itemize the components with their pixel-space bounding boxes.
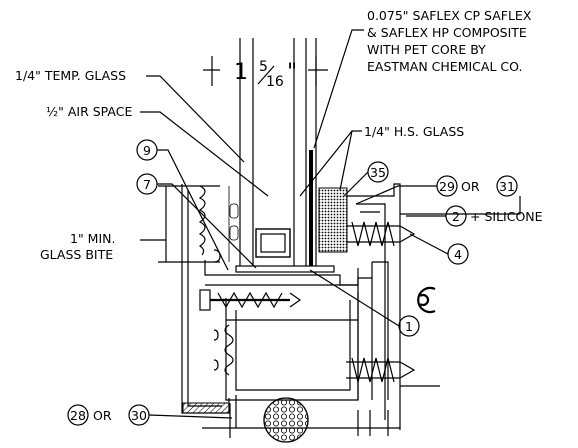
callout-9: 9 xyxy=(136,139,229,271)
svg-text:31: 31 xyxy=(499,179,515,194)
callout-35: 35 xyxy=(343,161,389,197)
callout-1: 1 xyxy=(309,269,420,337)
hs-glass-label: 1/4" H.S. GLASS xyxy=(364,124,464,139)
svg-text:9: 9 xyxy=(143,143,151,158)
annotation-interlayer: 0.075" SAFLEX CP SAFLEX & SAFLEX HP COMP… xyxy=(313,8,532,149)
callout-7: 7 xyxy=(136,173,257,269)
annotation-temp-glass: 1/4" TEMP. GLASS xyxy=(15,68,245,163)
callout-4: 4 xyxy=(409,233,469,265)
annotation-air-space: ½" AIR SPACE xyxy=(46,104,269,197)
temp-glass-label: 1/4" TEMP. GLASS xyxy=(15,68,126,83)
svg-text:4: 4 xyxy=(454,247,462,262)
or-28-30: OR xyxy=(93,408,112,423)
frame-extrusion xyxy=(181,183,521,438)
interior-screw-top xyxy=(346,225,416,243)
annotation-glass-bite: 1" MIN. GLASS BITE xyxy=(40,185,220,263)
c-clip xyxy=(417,286,436,314)
dimension-glass-thickness: 1 5 16 " xyxy=(203,56,328,90)
interlayer-note-line4: EASTMAN CHEMICAL CO. xyxy=(367,59,522,74)
plus-silicone-label: + SILICONE xyxy=(470,209,543,224)
spacer-bar-inner xyxy=(260,233,286,253)
air-space-label: ½" AIR SPACE xyxy=(46,104,132,119)
dimension-whole: 1 xyxy=(234,60,248,85)
interior-screw-bottom xyxy=(346,361,416,379)
annotation-hs-glass: 1/4" H.S. GLASS xyxy=(299,124,464,197)
interlayer-note-line1: 0.075" SAFLEX CP SAFLEX xyxy=(367,8,532,23)
callout-28-or-30: 28 OR 30 xyxy=(67,404,233,426)
svg-text:2: 2 xyxy=(452,209,460,224)
svg-text:35: 35 xyxy=(370,165,386,180)
interlayer-note-line3: WITH PET CORE BY xyxy=(367,42,486,57)
exterior-gasket xyxy=(198,185,206,256)
svg-text:28: 28 xyxy=(70,408,86,423)
svg-text:30: 30 xyxy=(131,408,147,423)
callout-29-or-31: 29 OR 31 xyxy=(355,175,518,205)
pressure-plate-screw xyxy=(199,289,211,311)
setting-block xyxy=(235,265,335,273)
structural-silicone xyxy=(318,187,348,253)
svg-text:1: 1 xyxy=(405,319,413,334)
interlayer xyxy=(309,150,313,268)
backer-rod xyxy=(263,397,309,443)
dimension-denominator: 16 xyxy=(266,74,284,90)
or-29-31: OR xyxy=(461,179,480,194)
min-bite-label-line1: 1" MIN. xyxy=(70,231,115,246)
svg-text:29: 29 xyxy=(439,179,455,194)
callout-2-silicone: 2 + SILICONE xyxy=(406,205,543,227)
min-bite-label-line2: GLASS BITE xyxy=(40,247,113,262)
svg-text:7: 7 xyxy=(143,177,151,192)
interlayer-note-line2: & SAFLEX HP COMPOSITE xyxy=(367,25,527,40)
cap-hatch xyxy=(182,402,230,414)
dimension-unit: " xyxy=(287,60,297,85)
dimension-numerator: 5 xyxy=(259,59,268,75)
